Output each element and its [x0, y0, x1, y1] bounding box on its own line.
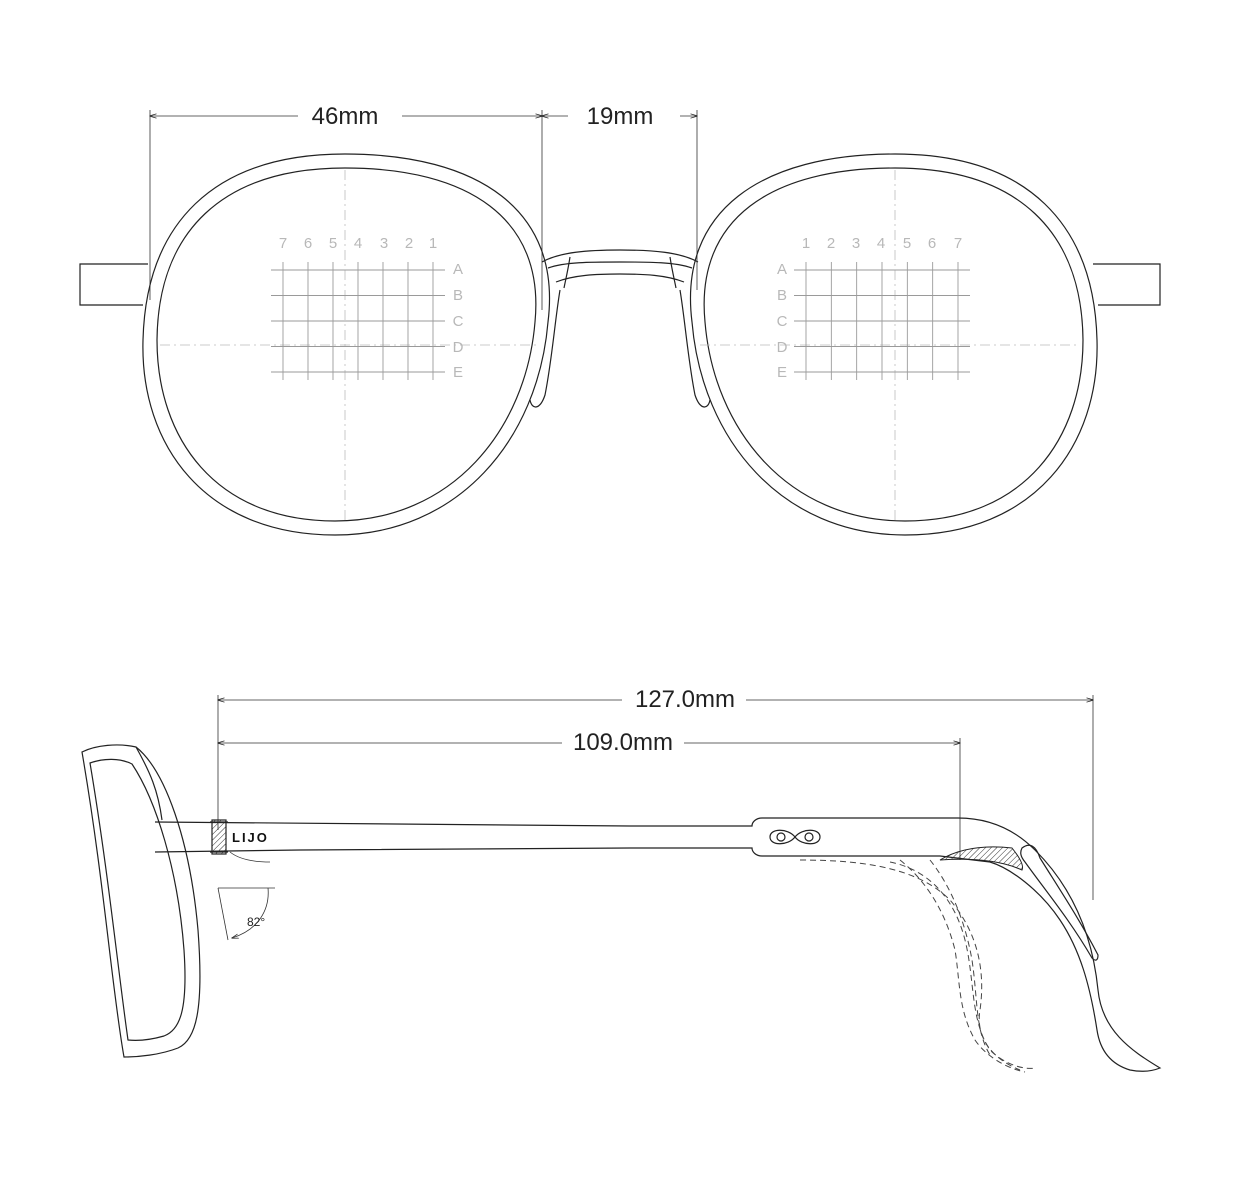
left-row-label: A — [453, 261, 463, 278]
front-view: 46mm 19mm — [79, 103, 1161, 536]
temple-logo: LIJO — [232, 830, 269, 845]
right-rim — [689, 153, 1098, 536]
temple-tip-hatch — [939, 846, 1023, 871]
side-view: 127.0mm 109.0mm LIJ — [81, 686, 1162, 1073]
left-rim — [142, 153, 551, 536]
bridge-width-dimension: 19mm — [542, 103, 697, 290]
temple-length-dimension: 109.0mm — [218, 729, 960, 860]
right-column-labels: 1 2 3 4 5 6 7 — [802, 235, 962, 252]
angle-label: 82° — [247, 915, 265, 929]
left-col-label: 1 — [429, 235, 437, 252]
left-col-label: 5 — [329, 235, 337, 252]
right-col-label: 5 — [903, 235, 911, 252]
left-row-label: D — [453, 339, 464, 356]
left-row-labels: A B C D E — [453, 261, 464, 381]
right-col-label: 7 — [954, 235, 962, 252]
right-lens-grid: 1 2 3 4 5 6 7 A B C D E — [777, 235, 970, 381]
right-col-label: 2 — [827, 235, 835, 252]
left-col-label: 7 — [279, 235, 287, 252]
right-col-label: 1 — [802, 235, 810, 252]
left-lens-grid: 7 6 5 4 3 2 1 A B C D E — [271, 235, 464, 381]
right-row-label: D — [777, 339, 788, 356]
left-row-label: C — [453, 313, 464, 330]
left-temple-stub — [79, 263, 148, 306]
right-col-label: 4 — [877, 235, 885, 252]
bridge — [529, 249, 711, 408]
right-col-label: 3 — [852, 235, 860, 252]
front-rim-profile — [81, 744, 201, 1058]
left-row-label: E — [453, 364, 463, 381]
total-length-label: 127.0mm — [635, 686, 735, 713]
temple-length-label: 109.0mm — [573, 729, 673, 756]
hinge-icon — [211, 819, 227, 855]
right-row-label: C — [777, 313, 788, 330]
lens-width-label: 46mm — [312, 103, 379, 130]
pantoscopic-angle: 82° — [217, 887, 275, 941]
right-col-label: 6 — [928, 235, 936, 252]
right-row-label: E — [777, 364, 787, 381]
left-col-label: 3 — [380, 235, 388, 252]
bridge-width-label: 19mm — [587, 103, 654, 130]
right-temple-stub — [1093, 263, 1161, 306]
infinity-icon — [769, 829, 821, 845]
left-row-label: B — [453, 287, 463, 304]
lens-width-dimension: 46mm — [150, 103, 542, 310]
left-col-label: 2 — [405, 235, 413, 252]
right-row-labels: A B C D E — [777, 261, 788, 381]
total-length-dimension: 127.0mm — [218, 686, 1093, 900]
temple-arm — [154, 817, 1162, 1072]
left-column-labels: 7 6 5 4 3 2 1 — [279, 235, 437, 252]
right-row-label: B — [777, 287, 787, 304]
left-col-label: 4 — [354, 235, 362, 252]
left-col-label: 6 — [304, 235, 312, 252]
right-row-label: A — [777, 261, 787, 278]
temple-adjustment-range — [799, 859, 1036, 1073]
